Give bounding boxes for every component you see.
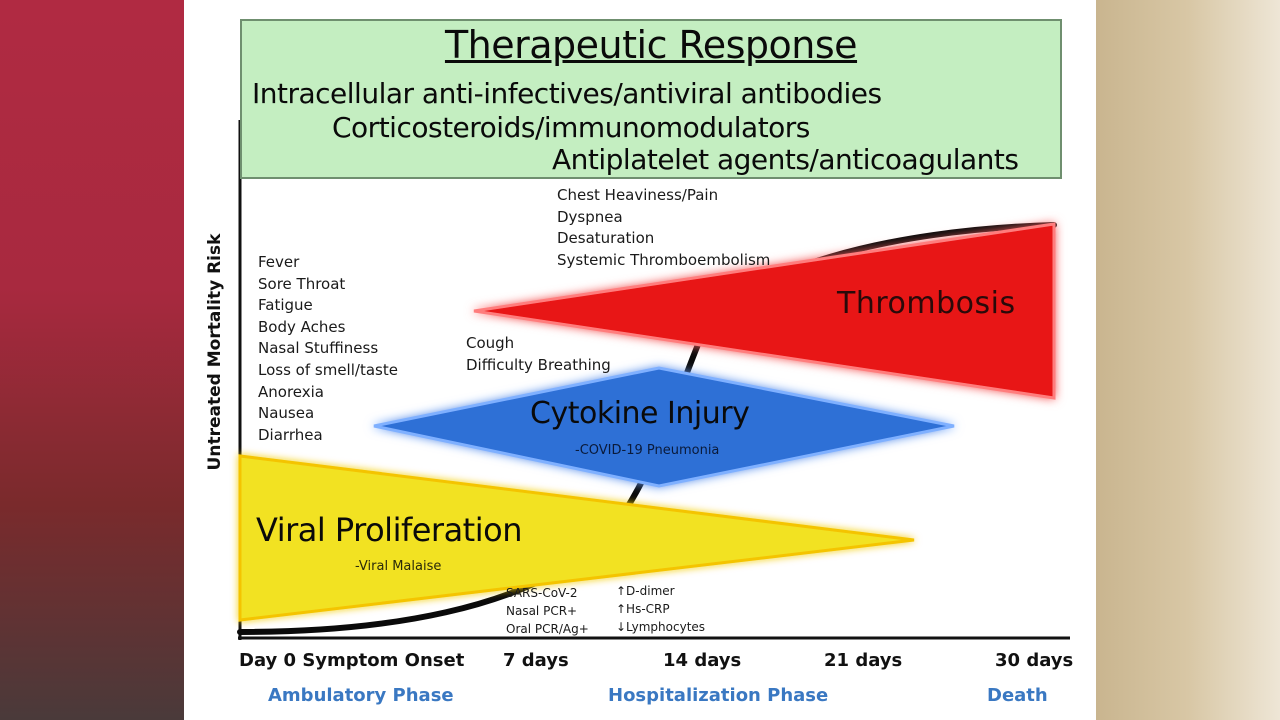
symptom-sore-throat: Sore Throat: [258, 274, 346, 293]
tests-list: SARS-CoV-2 Nasal PCR+ Oral PCR/Ag+: [506, 584, 589, 638]
slide: Therapeutic Response Intracellular anti-…: [184, 0, 1096, 720]
cough-symptoms-list: Cough Difficulty Breathing: [466, 333, 611, 376]
symptom-fever: Fever: [258, 253, 300, 271]
symptom-body-aches: Body Aches: [258, 317, 346, 336]
x-tick-30-days: 30 days: [995, 650, 1074, 671]
banner-line-anticoagulants: Antiplatelet agents/anticoagulants: [552, 143, 1019, 176]
lab-lymphocytes: ↓Lymphocytes: [616, 620, 706, 634]
test-sars-cov-2: SARS-CoV-2: [506, 586, 578, 600]
test-nasal-pcr: Nasal PCR+: [506, 604, 578, 618]
cytokine-diamond: [373, 366, 955, 488]
cytokine-subtitle: -COVID-19 Pneumonia: [575, 443, 720, 458]
video-background-left: [0, 0, 184, 720]
phase-hospitalization: Hospitalization Phase: [608, 685, 829, 706]
x-tick-14-days: 14 days: [663, 650, 742, 671]
banner-line-antivirals: Intracellular anti-infectives/antiviral …: [252, 77, 882, 110]
symptom-desaturation: Desaturation: [557, 229, 655, 248]
x-tick-day-0: Day 0 Symptom Onset: [239, 650, 465, 671]
therapeutic-response-banner: Therapeutic Response Intracellular anti-…: [240, 19, 1062, 179]
x-tick-21-days: 21 days: [824, 650, 903, 671]
cytokine-title: Cytokine Injury: [530, 396, 750, 431]
symptom-thromboembolism: Systemic Thromboembolism: [557, 250, 771, 269]
symptom-nasal-stuffiness: Nasal Stuffiness: [258, 339, 379, 358]
labs-list: ↑D-dimer ↑Hs-CRP ↓Lymphocytes: [616, 582, 705, 636]
lab-hs-crp: ↑Hs-CRP: [616, 602, 670, 616]
video-background-right: [1096, 0, 1280, 720]
lab-d-dimer: ↑D-dimer: [616, 584, 675, 598]
symptom-chest-pain: Chest Heaviness/Pain: [557, 186, 719, 204]
viral-subtitle: -Viral Malaise: [355, 559, 442, 574]
phase-death: Death: [987, 685, 1048, 706]
symptom-anorexia: Anorexia: [258, 382, 324, 401]
symptom-cough: Cough: [466, 334, 515, 352]
y-axis-label: Untreated Mortality Risk: [205, 233, 225, 471]
late-symptoms-list: Chest Heaviness/Pain Dyspnea Desaturatio…: [557, 185, 770, 271]
thrombosis-title: Thrombosis: [837, 286, 1016, 321]
viral-title: Viral Proliferation: [256, 511, 522, 549]
banner-line-corticosteroids: Corticosteroids/immunomodulators: [332, 111, 810, 144]
symptom-nausea: Nausea: [258, 404, 315, 423]
symptom-diarrhea: Diarrhea: [258, 425, 323, 444]
banner-title: Therapeutic Response: [444, 23, 858, 67]
x-tick-7-days: 7 days: [503, 650, 569, 671]
phase-ambulatory: Ambulatory Phase: [268, 685, 454, 706]
thrombosis-wedge: [473, 222, 1056, 400]
early-symptoms-list: Fever Sore Throat Fatigue Body Aches Nas…: [258, 252, 398, 446]
symptom-difficulty-breathing: Difficulty Breathing: [466, 355, 611, 374]
symptom-fatigue: Fatigue: [258, 296, 313, 315]
symptom-dyspnea: Dyspnea: [557, 207, 623, 226]
symptom-loss-of-smell: Loss of smell/taste: [258, 360, 398, 379]
viral-wedge: [238, 454, 915, 622]
diagram-graphics: [237, 120, 1070, 640]
test-oral-pcr: Oral PCR/Ag+: [506, 622, 589, 636]
